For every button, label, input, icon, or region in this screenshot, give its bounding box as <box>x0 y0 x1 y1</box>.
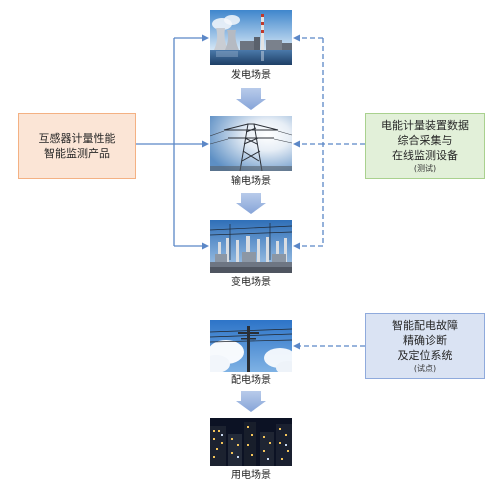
flow-arrow-1 <box>236 88 266 110</box>
right-box-1-note: (测试) <box>413 164 437 173</box>
right-box-2-line-1: 智能配电故障 <box>392 319 458 332</box>
scene-label-power-generation: 发电场景 <box>231 70 271 81</box>
left-box-connectors <box>136 37 204 247</box>
arrowhead-distribution-right <box>293 342 300 350</box>
night-city-photo <box>210 418 292 466</box>
left-box-line-1: 互感器计量性能 <box>38 132 116 145</box>
right-box-1-line-1: 电能计量装置数据 <box>381 119 469 132</box>
substation-photo <box>210 220 292 273</box>
right-box-2-line-3: 及定位系统 <box>397 349 453 362</box>
arrowhead-substation-left <box>202 242 209 250</box>
flow-arrow-2 <box>236 193 266 214</box>
left-arrowheads <box>202 34 209 250</box>
arrowhead-power-plant-right <box>293 34 300 42</box>
right-arrowheads <box>293 34 300 250</box>
left-box-line-2: 智能监测产品 <box>44 147 110 160</box>
right-box-1-line-3: 在线监测设备 <box>392 149 458 162</box>
transformer-monitoring-products-box: 互感器计量性能 智能监测产品 <box>18 113 136 179</box>
fault-diagnosis-system-box: 智能配电故障 精确诊断 及定位系统 (试点) <box>365 313 485 379</box>
transmission-tower-photo <box>210 116 292 171</box>
arrowhead-substation-right <box>293 242 300 250</box>
arrowhead-transmission-left <box>202 140 209 148</box>
flow-arrow-3 <box>236 391 266 412</box>
distribution-pole-photo <box>210 320 292 372</box>
scene-label-consumption: 用电场景 <box>231 470 271 481</box>
right-box-2-note: (试点) <box>413 364 437 373</box>
arrowhead-transmission-right <box>293 140 300 148</box>
power-plant-photo <box>210 10 292 65</box>
arrowhead-power-plant-left <box>202 34 209 42</box>
right-box-1-connectors <box>298 37 365 247</box>
right-box-2-line-2: 精确诊断 <box>403 334 447 347</box>
right-box-1-line-2: 综合采集与 <box>397 134 453 147</box>
scene-label-distribution: 配电场景 <box>231 375 271 386</box>
scene-label-substation: 变电场景 <box>231 277 271 288</box>
metering-data-collection-box: 电能计量装置数据 综合采集与 在线监测设备 (测试) <box>365 113 485 179</box>
scene-label-transmission: 输电场景 <box>231 176 271 187</box>
